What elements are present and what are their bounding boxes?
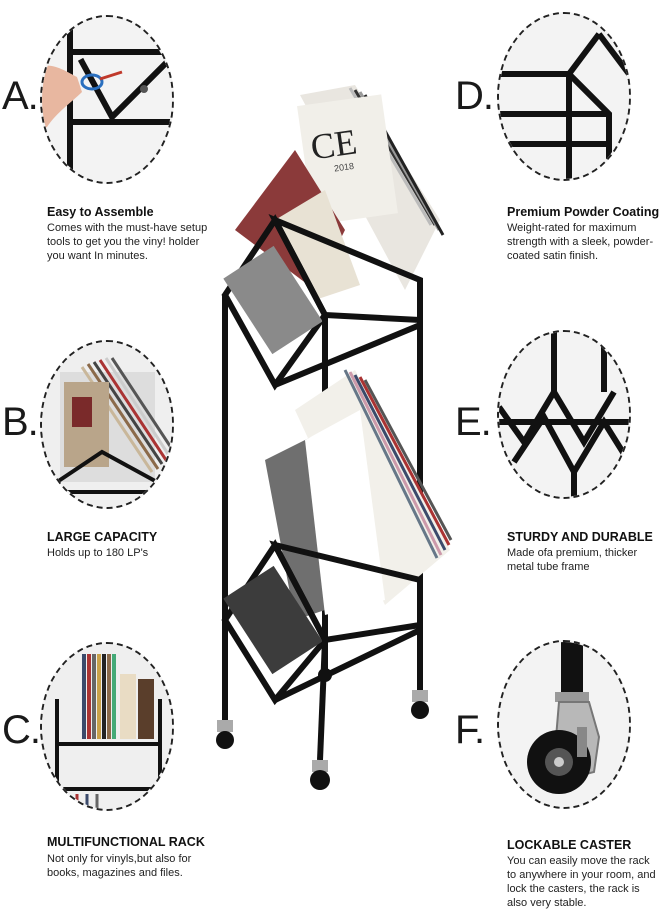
vinyl-rack-icon: CE 2018 bbox=[216, 85, 453, 790]
caster-wheels bbox=[216, 668, 429, 790]
feature-f-desc: You can easily move the rack to anywhere… bbox=[507, 855, 656, 909]
feature-a-image bbox=[40, 15, 174, 184]
lower-panel bbox=[223, 565, 323, 675]
record-cover-text: CE bbox=[308, 121, 359, 167]
feature-a-desc: Comes with the must-have setup tools to … bbox=[47, 222, 208, 262]
vinyl-rack-product-image: CE 2018 bbox=[205, 80, 455, 800]
powder-coating-closeup-icon bbox=[499, 14, 629, 179]
sturdy-frame-closeup-icon bbox=[499, 332, 629, 497]
feature-a-letter: A. bbox=[2, 74, 39, 118]
feature-e-desc: Made ofa premium, thicker metal tube fra… bbox=[507, 547, 638, 573]
feature-b-desc: Holds up to 180 LP's bbox=[47, 547, 149, 559]
large-capacity-photo-icon bbox=[42, 342, 172, 507]
feature-e-title: STURDY AND DURABLE bbox=[507, 530, 653, 544]
feature-a-title: Easy to Assemble bbox=[47, 205, 154, 219]
feature-d-title: Premium Powder Coating bbox=[507, 205, 660, 219]
feature-d-desc: Weight-rated for maximum strength with a… bbox=[507, 222, 654, 262]
feature-f-image bbox=[497, 640, 631, 809]
caster-wheel-closeup-icon bbox=[499, 642, 629, 807]
feature-d-letter: D. bbox=[455, 74, 494, 118]
upper-record-stack: CE 2018 bbox=[235, 85, 445, 300]
feature-c-image bbox=[40, 642, 174, 811]
record-cover-year: 2018 bbox=[333, 161, 354, 174]
feature-e-letter: E. bbox=[455, 400, 492, 444]
feature-b-title: LARGE CAPACITY bbox=[47, 530, 158, 544]
feature-c-desc: Not only for vinyls,but also for books, … bbox=[47, 853, 192, 879]
feature-c-title: MULTIFUNCTIONAL RACK bbox=[47, 835, 205, 849]
lower-record-stack bbox=[265, 369, 453, 620]
multifunctional-rack-photo-icon bbox=[42, 644, 172, 809]
feature-f-title: LOCKABLE CASTER bbox=[507, 838, 632, 852]
assembly-closeup-icon bbox=[42, 17, 172, 182]
feature-f-letter: F. bbox=[455, 708, 485, 752]
feature-c-letter: C. bbox=[2, 708, 41, 752]
feature-b-image bbox=[40, 340, 174, 509]
feature-d-image bbox=[497, 12, 631, 181]
upper-fabric-panel bbox=[223, 245, 323, 355]
feature-e-image bbox=[497, 330, 631, 499]
feature-b-letter: B. bbox=[2, 400, 39, 444]
